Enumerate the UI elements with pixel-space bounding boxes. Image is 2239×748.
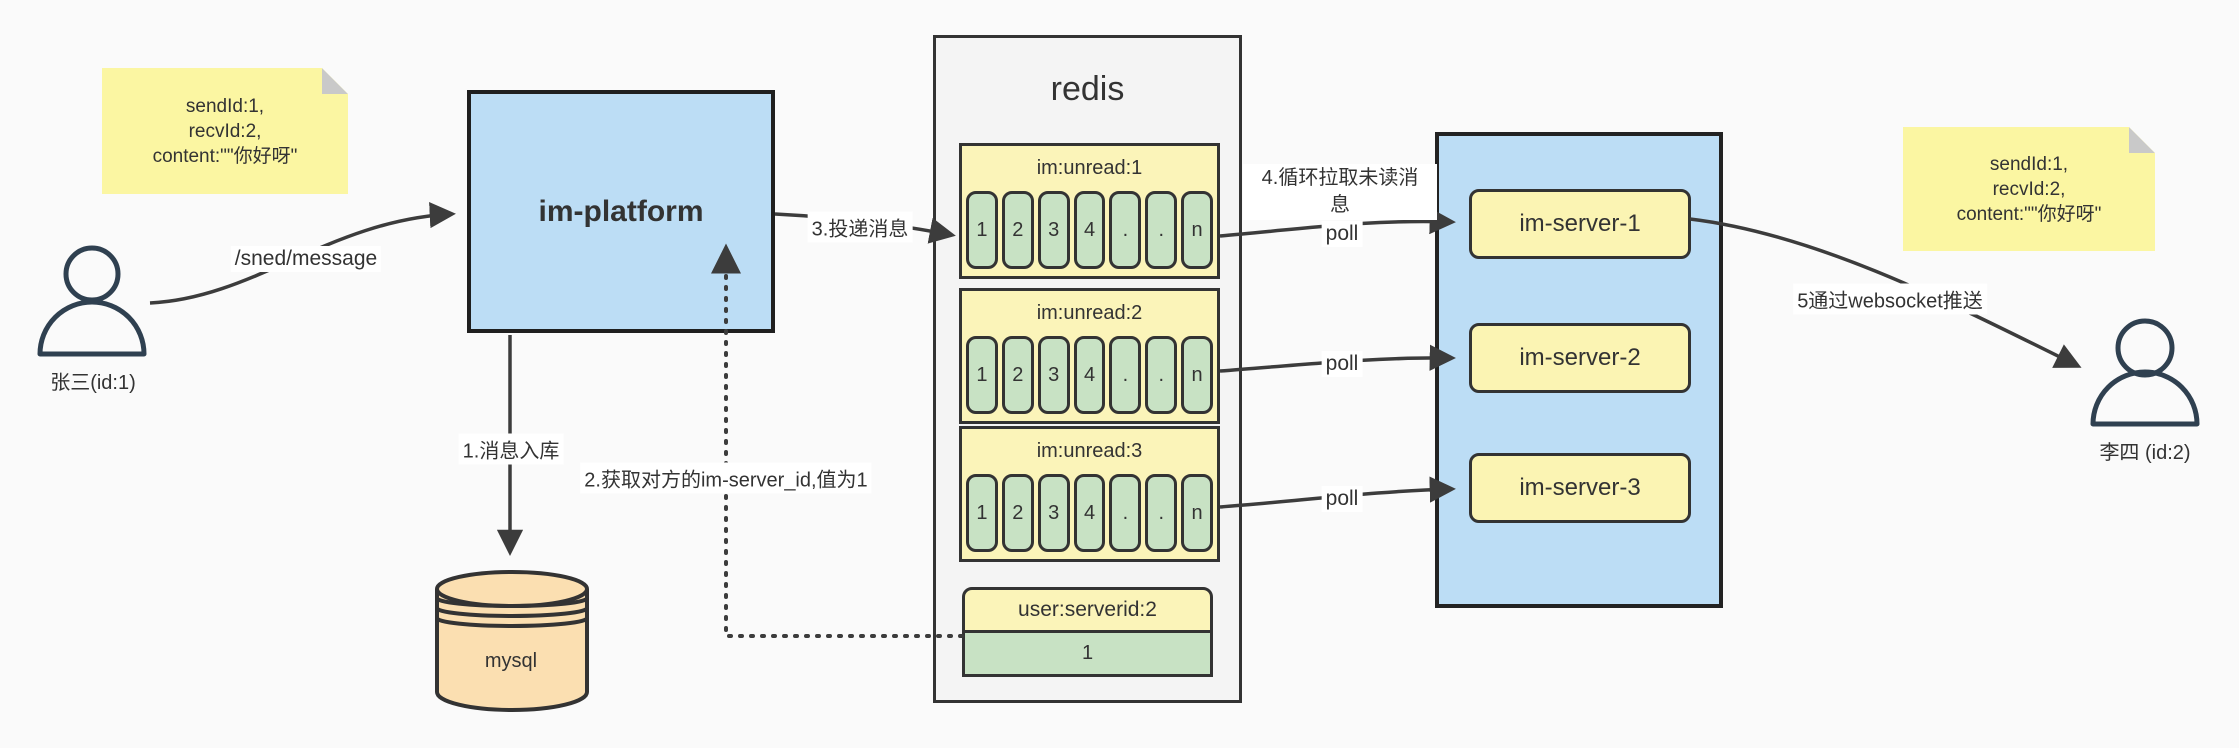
queue-im-unread-2: im:unread:2 1 2 3 4 . . n xyxy=(959,288,1220,424)
edge-label-deliver: 3.投递消息 xyxy=(807,211,913,243)
user-icon-sender xyxy=(37,245,147,357)
edge-label-get-server-id: 2.获取对方的im-server_id,值为1 xyxy=(580,462,872,494)
note-line: content:""你好呀" xyxy=(1956,203,2102,225)
sender-label: 张三(id:1) xyxy=(50,372,136,394)
edge-label-send: /sned/message xyxy=(230,246,382,272)
queue-cell: 1 xyxy=(966,336,998,414)
im-server-3-node: im-server-3 xyxy=(1469,453,1691,523)
queue-header: im:unread:3 xyxy=(1036,440,1143,462)
queue-cell: 4 xyxy=(1073,474,1106,552)
queue-cell: 4 xyxy=(1073,336,1106,414)
queue-cell: n xyxy=(1181,191,1214,269)
note-line: recvId:2, xyxy=(1992,178,2066,200)
note-line: sendId:1, xyxy=(185,95,265,117)
queue-cell: 3 xyxy=(1037,191,1070,269)
queue-cell: 2 xyxy=(1001,474,1034,552)
queue-im-unread-3: im:unread:3 1 2 3 4 . . n xyxy=(959,426,1220,562)
queue-header: im:unread:2 xyxy=(1036,302,1143,324)
mysql-label: mysql xyxy=(484,650,538,672)
im-platform-node: im-platform xyxy=(467,90,775,333)
edge-label-poll-2: poll xyxy=(1321,351,1363,377)
im-server-1-node: im-server-1 xyxy=(1469,189,1691,259)
note-line: sendId:1, xyxy=(1989,153,2069,175)
queue-cell: 4 xyxy=(1073,191,1106,269)
queue-cell: . xyxy=(1109,336,1142,414)
queue-cell: . xyxy=(1109,191,1142,269)
user-icon-receiver xyxy=(2090,318,2200,427)
sticky-note-right: sendId:1, recvId:2, content:""你好呀" xyxy=(1903,127,2155,251)
kv-value: 1 xyxy=(962,633,1213,677)
im-server-2-node: im-server-2 xyxy=(1469,323,1691,393)
note-line: recvId:2, xyxy=(188,120,262,142)
queue-cells: 1 2 3 4 . . n xyxy=(962,474,1217,552)
queue-cell: 3 xyxy=(1037,474,1070,552)
queue-cell: n xyxy=(1181,474,1214,552)
queue-cells: 1 2 3 4 . . n xyxy=(962,191,1217,269)
note-fold-icon xyxy=(322,68,348,94)
queue-cell: . xyxy=(1145,474,1178,552)
queue-cells: 1 2 3 4 . . n xyxy=(962,336,1217,414)
queue-cell: n xyxy=(1181,336,1214,414)
edge-label-store: 1.消息入库 xyxy=(458,433,564,465)
queue-cell: 1 xyxy=(966,191,998,269)
mysql-database-icon xyxy=(435,570,589,712)
im-server-group: im-server-1 im-server-2 im-server-3 xyxy=(1435,132,1723,608)
kv-header: user:serverid:2 xyxy=(962,587,1213,633)
user-serverid-node: user:serverid:2 1 xyxy=(962,587,1213,677)
note-line: content:""你好呀" xyxy=(152,145,298,167)
note-fold-icon xyxy=(2129,127,2155,153)
queue-cell: 2 xyxy=(1001,336,1034,414)
queue-cell: . xyxy=(1145,191,1178,269)
queue-im-unread-1: im:unread:1 1 2 3 4 . . n xyxy=(959,143,1220,279)
queue-cell: 2 xyxy=(1001,191,1034,269)
edge-label-poll-1: poll xyxy=(1321,221,1363,247)
edge-label-poll-loop: 4.循环拉取未读消 息 xyxy=(1243,164,1437,220)
queue-cell: 1 xyxy=(966,474,998,552)
sticky-note-left: sendId:1, recvId:2, content:""你好呀" xyxy=(102,68,348,194)
redis-title: redis xyxy=(1050,70,1125,108)
edge-label-websocket-push: 5通过websocket推送 xyxy=(1793,283,1987,315)
queue-cell: . xyxy=(1145,336,1178,414)
redis-container: redis im:unread:1 1 2 3 4 . . n im:unrea… xyxy=(933,35,1242,703)
queue-header: im:unread:1 xyxy=(1036,157,1143,179)
queue-cell: 3 xyxy=(1037,336,1070,414)
edge-label-poll-3: poll xyxy=(1321,486,1363,512)
receiver-label: 李四 (id:2) xyxy=(2099,442,2191,464)
queue-cell: . xyxy=(1109,474,1142,552)
